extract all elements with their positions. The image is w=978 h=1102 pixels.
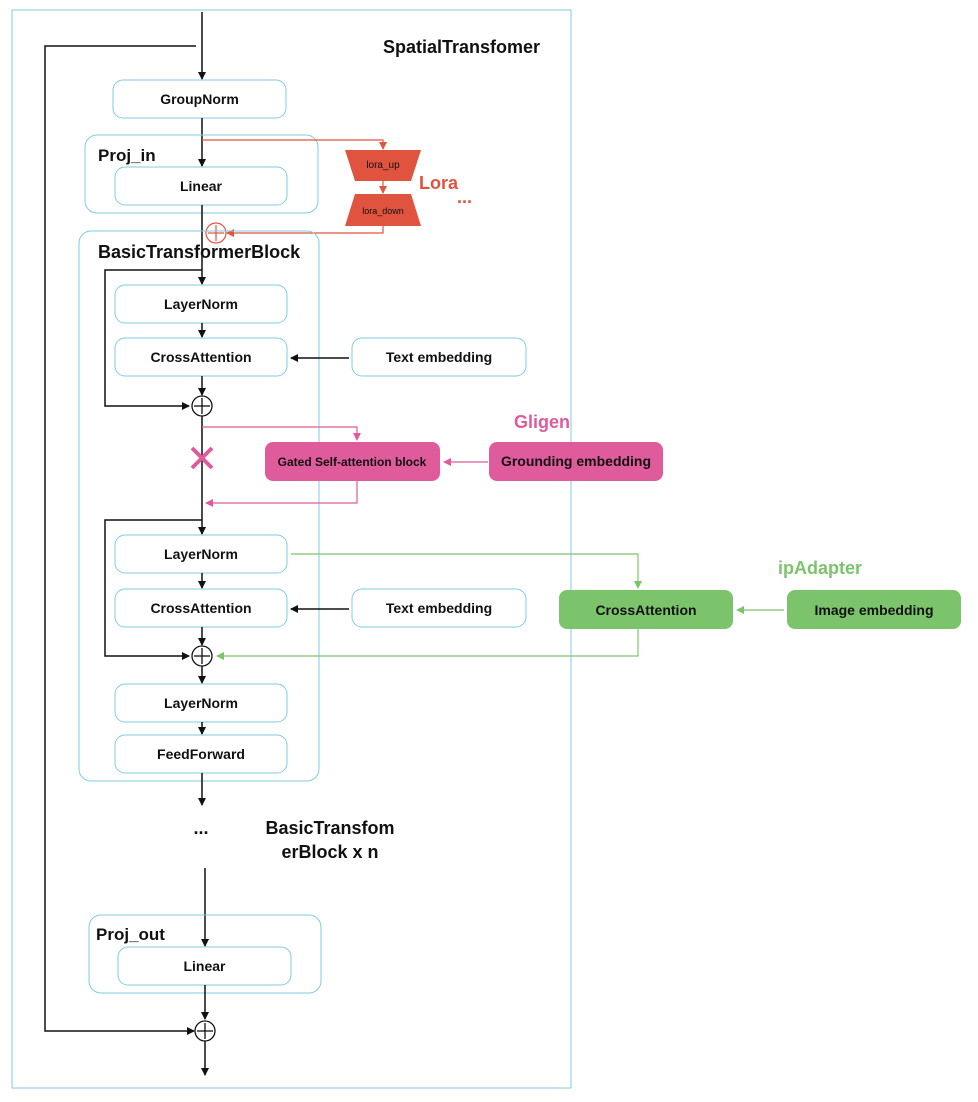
basic-block-title: BasicTransformerBlock — [98, 242, 301, 262]
image-embedding-label: Image embedding — [814, 602, 933, 618]
gligen-in-line — [202, 426, 361, 441]
lora-branch-in-line — [202, 139, 387, 150]
grounding-embedding-box — [489, 442, 663, 481]
crossattention-2-box — [114, 588, 288, 628]
repeat-ellipsis: ... — [193, 818, 208, 838]
gated-self-attention-box — [265, 442, 440, 481]
lora-up-block — [345, 150, 421, 181]
ipadapter-in-line — [291, 553, 642, 589]
groupnorm-box — [112, 79, 287, 119]
lora-down-label: lora_down — [362, 206, 404, 216]
lora-up-label: lora_up — [366, 160, 400, 171]
feedforward-box — [114, 734, 288, 774]
ipadapter-crossattention-box — [559, 590, 733, 629]
lora-down-block — [345, 194, 421, 226]
residual-2-line — [104, 519, 202, 660]
ipadapter-crossattention-label: CrossAttention — [595, 602, 696, 618]
lora-title: Lora — [419, 173, 459, 193]
repeat-label-line-2: erBlock x n — [281, 842, 378, 862]
proj-in-linear-box — [114, 166, 288, 206]
groupnorm-label: GroupNorm — [160, 91, 239, 107]
proj-in-title: Proj_in — [98, 146, 156, 165]
text-embedding-1-box — [351, 337, 527, 377]
residual-1-line — [104, 269, 202, 410]
lora-ellipsis: ... — [457, 187, 472, 207]
layernorm-2-label: LayerNorm — [164, 546, 238, 562]
proj-out-linear-label: Linear — [183, 958, 226, 974]
gligen-title: Gligen — [514, 412, 570, 432]
repeat-label-line-1: BasicTransfom — [265, 818, 394, 838]
feedforward-label: FeedForward — [157, 746, 245, 762]
layernorm-3-label: LayerNorm — [164, 695, 238, 711]
layernorm-1-box — [114, 284, 288, 324]
layernorm-2-box — [114, 534, 288, 574]
gated-self-attention-label: Gated Self-attention block — [278, 455, 427, 469]
text-embedding-1-label: Text embedding — [386, 349, 492, 365]
layernorm-1-label: LayerNorm — [164, 296, 238, 312]
crossattention-2-label: CrossAttention — [150, 600, 251, 616]
spatial-transformer-title: SpatialTransfomer — [383, 37, 540, 57]
disabled-cross-icon-b — [190, 446, 214, 470]
basic-block-frame — [78, 230, 320, 782]
proj-in-linear-label: Linear — [180, 178, 223, 194]
grounding-embedding-label: Grounding embedding — [501, 453, 651, 469]
text-embedding-2-label: Text embedding — [386, 600, 492, 616]
layernorm-3-box — [114, 683, 288, 723]
image-embedding-box — [787, 590, 961, 629]
ipadapter-out-line — [216, 629, 639, 660]
outer-residual-line — [44, 45, 196, 1035]
ipadapter-title: ipAdapter — [778, 558, 862, 578]
crossattention-1-label: CrossAttention — [150, 349, 251, 365]
text-embedding-2-box — [351, 588, 527, 628]
gligen-out-line — [205, 481, 358, 507]
proj-out-title: Proj_out — [96, 925, 165, 944]
crossattention-1-box — [114, 337, 288, 377]
lora-branch-out-line — [226, 226, 384, 237]
spatial-transformer-frame — [11, 9, 572, 1089]
